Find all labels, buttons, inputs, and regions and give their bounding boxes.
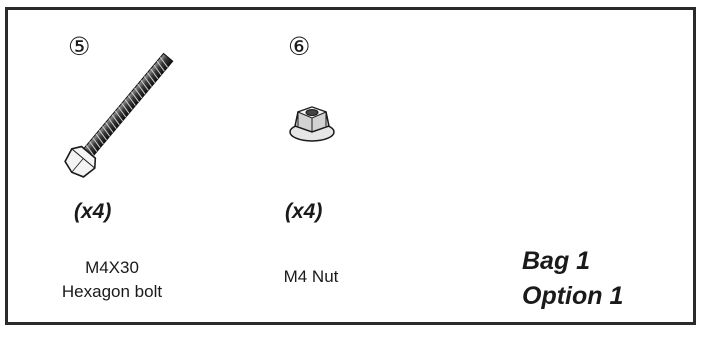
part-6-description: M4 Nut xyxy=(246,265,376,289)
part-number-5: ⑤ xyxy=(68,32,91,61)
hexagon-bolt-icon xyxy=(64,52,174,178)
bag-label: Bag 1 Option 1 xyxy=(522,244,623,314)
parts-bag-panel xyxy=(5,7,696,325)
part-number-6: ⑥ xyxy=(288,32,311,61)
part-5-description: M4X30 Hexagon bolt xyxy=(22,256,202,304)
part-6-quantity: (x4) xyxy=(285,200,323,223)
part-6-type: M4 Nut xyxy=(283,267,339,286)
part-5-quantity: (x4) xyxy=(74,200,112,223)
nut-icon xyxy=(289,106,335,142)
part-5-size: M4X30 xyxy=(85,258,139,277)
part-5-type: Hexagon bolt xyxy=(61,282,163,301)
bag-option: Option 1 xyxy=(522,282,624,310)
bag-number: Bag 1 xyxy=(522,247,591,275)
